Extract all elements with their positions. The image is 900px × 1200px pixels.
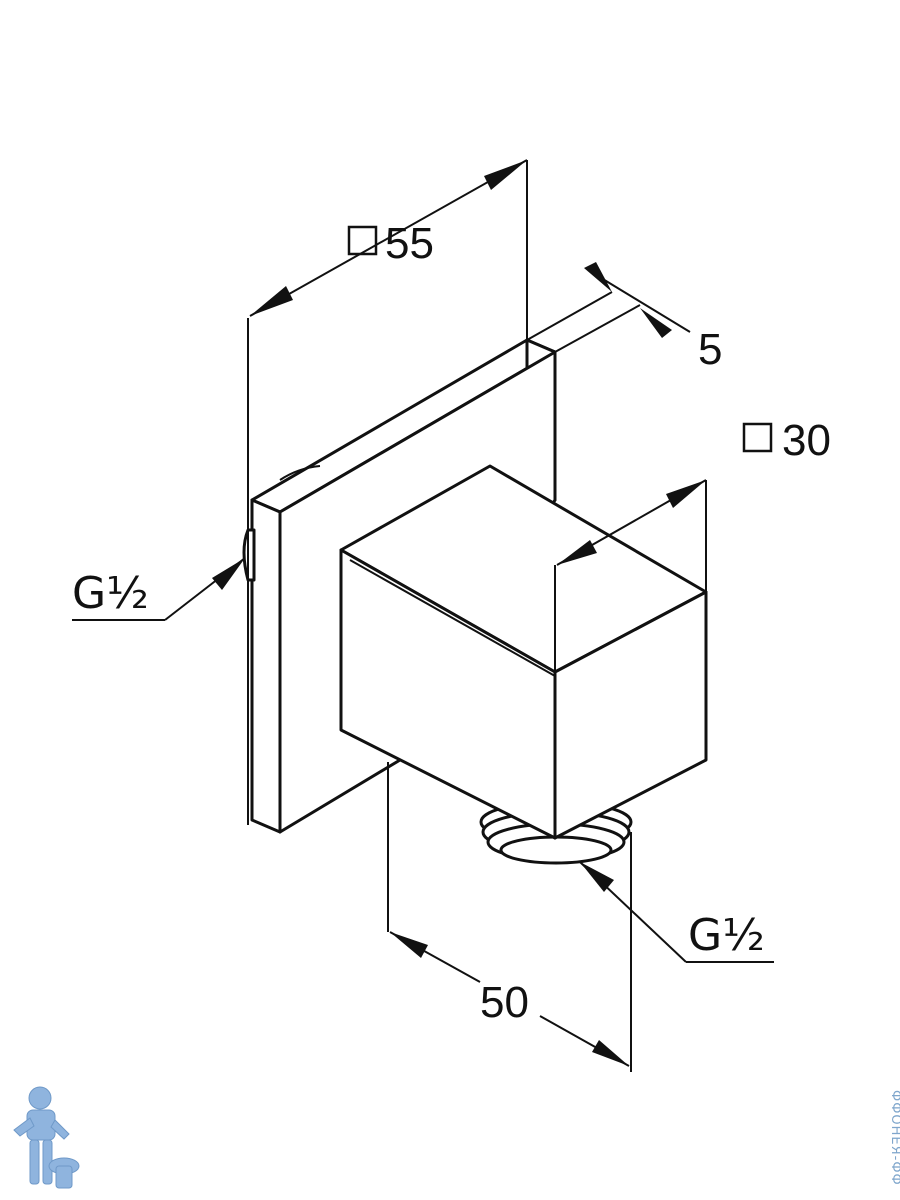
cube-connector (339, 464, 708, 840)
dim-value-50: 50 (480, 978, 529, 1027)
dimension-depth: 50 (387, 762, 632, 1072)
back-thread-ridge (279, 465, 321, 481)
arrow-plate-left (250, 286, 293, 316)
plumber-logo-icon (13, 1086, 80, 1189)
dimension-plate-size: 55 (247, 159, 528, 825)
square-symbol-55 (347, 225, 378, 256)
cube-right-face (553, 590, 708, 840)
thread-label-back: G½ (72, 568, 149, 619)
arrow-block-left (557, 540, 597, 565)
thread-label-bottom: G½ (688, 910, 765, 961)
arrow-thread-back (212, 558, 245, 590)
plate-front-face (250, 498, 282, 834)
side-watermark: ФФОНЕЯ-ФФ (888, 1090, 900, 1186)
dim-value-55: 55 (385, 219, 434, 268)
arrow-depth-left (390, 932, 428, 958)
callout-thread-bottom: G½ (579, 861, 774, 963)
arrow-depth-right (592, 1040, 629, 1066)
arrow-thickness-b (640, 308, 672, 338)
outlet-ring-4 (499, 835, 613, 865)
ext-line-thickness-back (526, 291, 613, 341)
dimension-plate-thickness: 5 (526, 262, 722, 374)
dim-value-30: 30 (782, 416, 831, 465)
square-symbol-30 (742, 422, 773, 453)
arrow-thickness-a (584, 262, 612, 292)
callout-thread-back: G½ (72, 557, 246, 621)
cube-top-highlight (349, 559, 556, 677)
arrow-thread-bottom (580, 862, 614, 892)
arrow-plate-right (484, 160, 527, 190)
dim-line-plate-size (249, 159, 528, 317)
arrow-block-right (666, 480, 706, 508)
dim-value-5: 5 (698, 325, 722, 374)
dimension-block-size: 30 (554, 416, 831, 672)
ext-line-thickness-front (554, 304, 641, 353)
